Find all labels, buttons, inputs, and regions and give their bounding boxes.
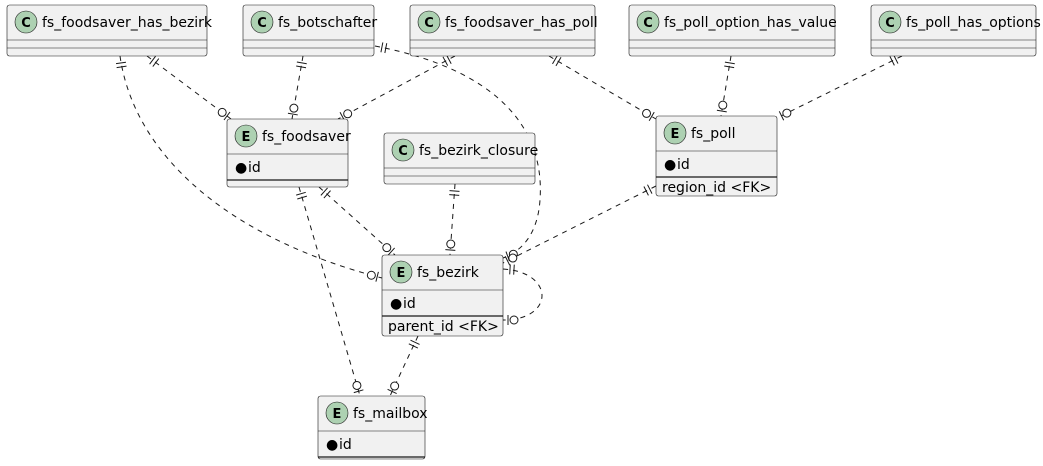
class-badge-icon <box>636 10 660 34</box>
node-title: fs_poll_option_has_value <box>664 15 837 31</box>
badge-letter: C <box>398 144 408 159</box>
relation-fs_foodsaver_has_bezirk-to-fs_bezirk <box>115 55 383 282</box>
badge-letter: E <box>397 266 406 281</box>
relation-line <box>119 55 383 279</box>
relation-fs_foodsaver_has_poll-to-fs_poll <box>548 54 657 122</box>
class-badge-icon <box>250 10 274 34</box>
badge-letter: C <box>21 16 31 31</box>
relation-line <box>548 55 657 120</box>
node-title: fs_foodsaver_has_poll <box>445 15 598 31</box>
node-title: fs_botschafter <box>278 15 377 31</box>
badge-letter: C <box>257 16 267 31</box>
relation-fs_bezirk-to-fs_bezirk <box>502 264 543 325</box>
relation-fs_poll_option_has_value-to-fs_poll <box>716 55 735 117</box>
relation-fs_poll_has_options-to-fs_poll <box>776 54 903 121</box>
badge-letter: C <box>885 16 895 31</box>
relation-edges <box>115 42 903 397</box>
node-title: fs_bezirk <box>417 265 480 281</box>
relation-line <box>502 268 543 321</box>
relation-fs_foodsaver_has_bezirk-to-fs_foodsaver <box>146 55 232 121</box>
relation-line <box>776 55 903 119</box>
entity-badge-icon <box>234 124 258 148</box>
relation-line <box>318 186 396 256</box>
relation-line <box>449 183 456 256</box>
relation-line <box>337 55 456 120</box>
relation-fs_foodsaver-to-fs_mailbox <box>296 186 364 397</box>
pk-marker-icon: ● <box>235 160 247 176</box>
pk-field: id <box>339 437 352 453</box>
badge-letter: C <box>424 16 434 31</box>
class-badge-icon <box>391 138 415 162</box>
relation-fs_bezirk-to-fs_mailbox <box>387 335 420 397</box>
pk-field: id <box>677 157 690 173</box>
badge-letter: C <box>643 16 653 31</box>
relation-line <box>146 55 232 120</box>
badge-letter: E <box>242 130 251 145</box>
class-badge-icon <box>417 10 441 34</box>
pk-field: id <box>248 160 261 176</box>
node-title: fs_poll <box>691 126 735 142</box>
pk-field: id <box>403 296 416 312</box>
relation-line <box>374 45 541 259</box>
entity-badge-icon <box>663 121 687 145</box>
relation-line <box>502 185 657 264</box>
pk-marker-icon: ● <box>326 437 338 453</box>
node-title: fs_poll_has_options <box>906 15 1041 31</box>
relation-fs_bezirk_closure-to-fs_bezirk <box>445 183 460 256</box>
class-badge-icon <box>878 10 902 34</box>
fk-field: region_id <FK> <box>662 180 771 196</box>
relation-fs_botschafter-to-fs_foodsaver <box>287 55 307 120</box>
node-title: fs_bezirk_closure <box>419 143 538 159</box>
relation-fs_foodsaver_has_poll-to-fs_foodsaver <box>337 54 456 122</box>
badge-letter: E <box>333 407 342 422</box>
node-title: fs_foodsaver <box>262 129 351 145</box>
pk-marker-icon: ● <box>390 296 402 312</box>
relation-fs_poll-to-fs_bezirk <box>502 184 657 266</box>
entity-badge-icon <box>389 260 413 284</box>
fk-field: parent_id <FK> <box>388 319 499 335</box>
entity-badge-icon <box>325 401 349 425</box>
relation-fs_foodsaver-to-fs_bezirk <box>318 186 396 256</box>
class-badge-icon <box>14 10 38 34</box>
node-title: fs_foodsaver_has_bezirk <box>42 15 213 31</box>
badge-letter: E <box>671 127 680 142</box>
pk-marker-icon: ● <box>664 157 676 173</box>
node-title: fs_mailbox <box>353 406 428 422</box>
relation-line <box>298 186 361 397</box>
